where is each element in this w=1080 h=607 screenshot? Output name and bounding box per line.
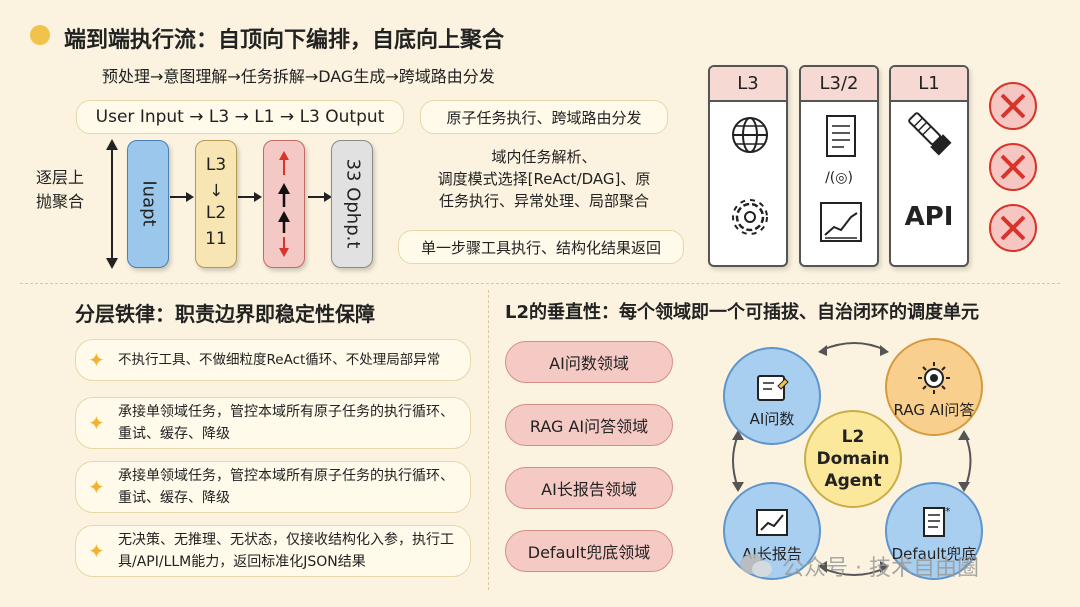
input-box-label: Iuapt [138,180,160,227]
layer-l32-panel: L3/2 /(◎) [799,65,879,267]
center-l2-node: L2 Domain Agent [804,410,902,508]
vertical-double-arrow [106,139,118,269]
chart-icon [820,202,862,242]
svg-text:*: * [945,505,951,518]
document-icon: * [923,505,951,537]
chart-icon [756,509,788,536]
layer-l3-header: L3 [710,67,786,102]
flow-pill: User Input → L3 → L1 → L3 Output [76,100,404,134]
domain-label: RAG AI问答领域 [529,417,649,436]
tool-icon [908,112,952,156]
node-label: AI问数 [749,410,795,428]
node-default: * Default兜底 [885,482,983,580]
cross-icon [989,143,1037,191]
domain-pill: Default兜底领域 [505,530,673,572]
star-icon: ✦ [88,539,105,563]
star-icon: ✦ [88,475,105,499]
domain-label: AI长报告领域 [541,480,637,499]
domain-pill: AI长报告领域 [505,467,673,509]
layer-l3-panel: L3 [708,65,788,267]
l3-box: L3 → L2 11 [195,140,237,268]
input-box: Iuapt [127,140,169,268]
edit-icon [757,375,789,401]
globe-icon [732,117,768,153]
star-icon: ✦ [88,348,105,372]
domain-pill: AI问数领域 [505,341,673,383]
flow-arrows [170,192,332,202]
layer-l32-symbol: /(◎) [825,170,853,186]
wechat-icon [740,554,772,577]
star-icon: ✦ [88,411,105,435]
sun-icon [918,362,950,394]
list-item: ✦ 承接单领域任务，管控本域所有原子任务的执行循环、重试、缓存、降级 [75,397,471,449]
note-l1-text: 单一步骤工具执行、结构化结果返回 [420,238,661,257]
node-label: RAG AI问答 [893,401,975,419]
horizontal-divider [20,283,1060,284]
node-ai-query: AI问数 [723,347,821,445]
list-item: ✦ 不执行工具、不做细粒度ReAct循环、不处理局部异常 [75,339,471,381]
domain-label: Default兜底领域 [527,543,651,562]
list-item-text: 不执行工具、不做细粒度ReAct循环、不处理局部异常 [118,352,441,368]
section-title-l2: L2的垂直性：每个领域即一个可插拔、自治闭环的调度单元 [505,302,979,323]
list-item: ✦ 无决策、无推理、无状态，仅接收结构化入参，执行工具/API/LLM能力，返回… [75,525,471,577]
cross-icon [989,82,1037,130]
gear-icon [732,199,768,235]
node-rag: RAG AI问答 [885,338,983,436]
document-icon [826,115,856,157]
l3-box-label-b: L2 [205,203,227,223]
layer-l1-panel: L1 API [889,65,969,267]
side-label: 逐层上 抛聚合 [36,168,85,211]
section-title-layers: 分层铁律：职责边界即稳定性保障 [75,302,375,326]
section-title-flow: 端到端执行流：自顶向下编排，自底向上聚合 [64,28,505,53]
layer-l1-header: L1 [891,67,967,102]
node-ai-report: AI长报告 [723,482,821,580]
l3-box-label-a: L3 [205,155,227,175]
list-item: ✦ 承接单领域任务，管控本域所有原子任务的执行循环、重试、缓存、降级 [75,461,471,513]
domain-label: AI问数领域 [549,354,629,373]
api-label: API [904,202,954,232]
watermark-text: 公众号 · 技术自由圈 [782,556,979,581]
note-l1: 单一步骤工具执行、结构化结果返回 [398,230,684,264]
list-item-text: 承接单领域任务，管控本域所有原子任务的执行循环、重试、缓存、降级 [118,468,454,506]
note-l3: 原子任务执行、跨域路由分发 [420,100,668,134]
center-l2-label: L2 Domain Agent [816,427,890,491]
note-l3-text: 原子任务执行、跨域路由分发 [446,108,642,127]
pipeline-text: 预处理→意图理解→任务拆解→DAG生成→跨域路由分发 [102,67,495,86]
output-box: 33 Ophp.t [331,140,373,268]
title-dot [30,25,50,45]
cross-icon [989,204,1037,252]
l3-box-label-c: 11 [205,229,227,249]
list-item-text: 承接单领域任务，管控本域所有原子任务的执行循环、重试、缓存、降级 [118,404,454,442]
l1-box-arrows-icon [278,151,290,257]
list-item-text: 无决策、无推理、无状态，仅接收结构化入参，执行工具/API/LLM能力，返回标准… [118,532,454,570]
output-box-label: 33 Ophp.t [342,158,364,249]
note-l2: 域内任务解析、 调度模式选择[ReAct/DAG]、原 任务执行、异常处理、局部… [437,148,651,210]
flow-text: User Input → L3 → L1 → L3 Output [95,107,385,127]
domain-pill: RAG AI问答领域 [505,404,673,446]
watermark: 公众号 · 技术自由圈 [738,550,979,582]
cycle-arrows [732,342,972,576]
vertical-divider [488,290,489,590]
l1-box [263,140,305,268]
node-label: Default兜底 [891,545,977,563]
layer-l32-header: L3/2 [801,67,877,102]
